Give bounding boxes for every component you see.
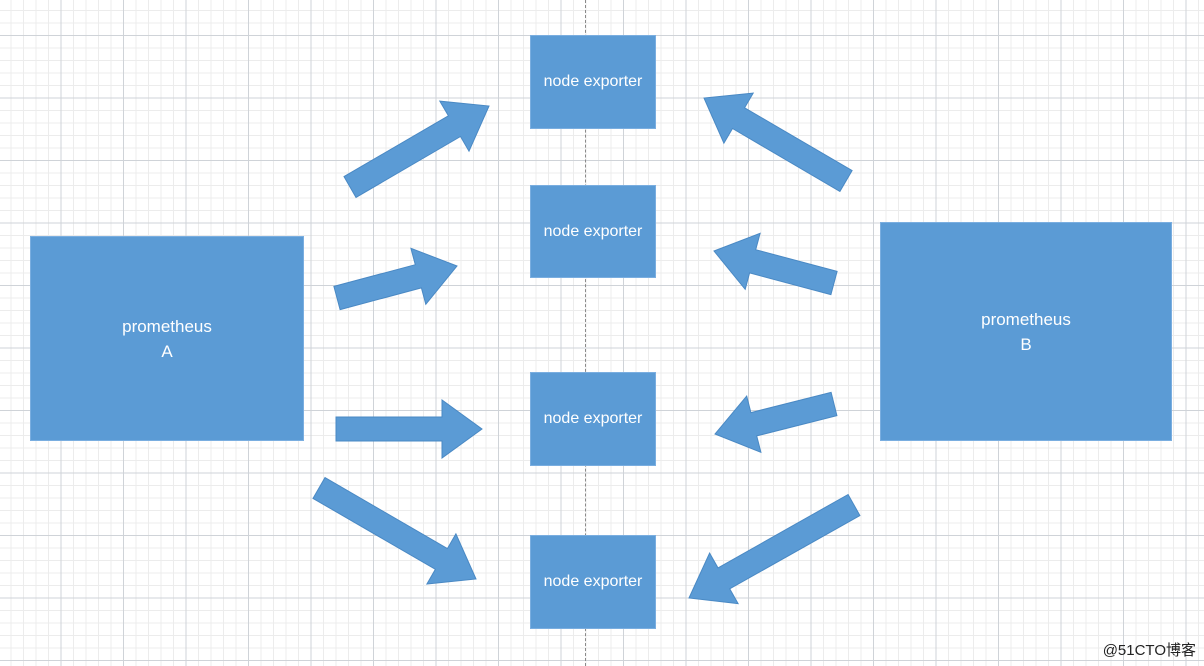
arrow-a-to-exporter-3: [335, 399, 483, 459]
prometheus-a-id: A: [161, 341, 173, 361]
arrow-b-to-exporter-2: [713, 232, 838, 296]
arrow-a-to-exporter-2: [333, 247, 458, 311]
prometheus-b-label: prometheus: [981, 309, 1071, 329]
arrow-a-to-exporter-1: [343, 100, 490, 199]
prometheus-a-label: prometheus: [122, 316, 212, 336]
node-exporter-box-4: node exporter: [530, 535, 656, 629]
arrow-b-to-exporter-1: [703, 92, 853, 193]
arrow-a-to-exporter-4: [312, 476, 477, 585]
node-exporter-label-2: node exporter: [543, 222, 643, 240]
node-exporter-label-3: node exporter: [543, 410, 643, 427]
watermark: @51CTO博客: [1102, 642, 1196, 659]
prometheus-b-id: B: [1020, 334, 1032, 354]
node-exporter-label-4: node exporter: [543, 573, 643, 590]
node-exporter-box-2: node exporter: [530, 185, 656, 278]
node-exporter-box-3: node exporter: [530, 372, 656, 466]
arrow-b-to-exporter-3: [714, 391, 838, 454]
prometheus-a-box: prometheus A: [30, 236, 304, 441]
center-dashed-divider: [585, 0, 586, 666]
node-exporter-box-1: node exporter: [530, 35, 656, 129]
arrow-b-to-exporter-4: [688, 493, 861, 605]
node-exporter-label-1: node exporter: [543, 73, 643, 90]
prometheus-b-box: prometheus B: [880, 222, 1172, 441]
